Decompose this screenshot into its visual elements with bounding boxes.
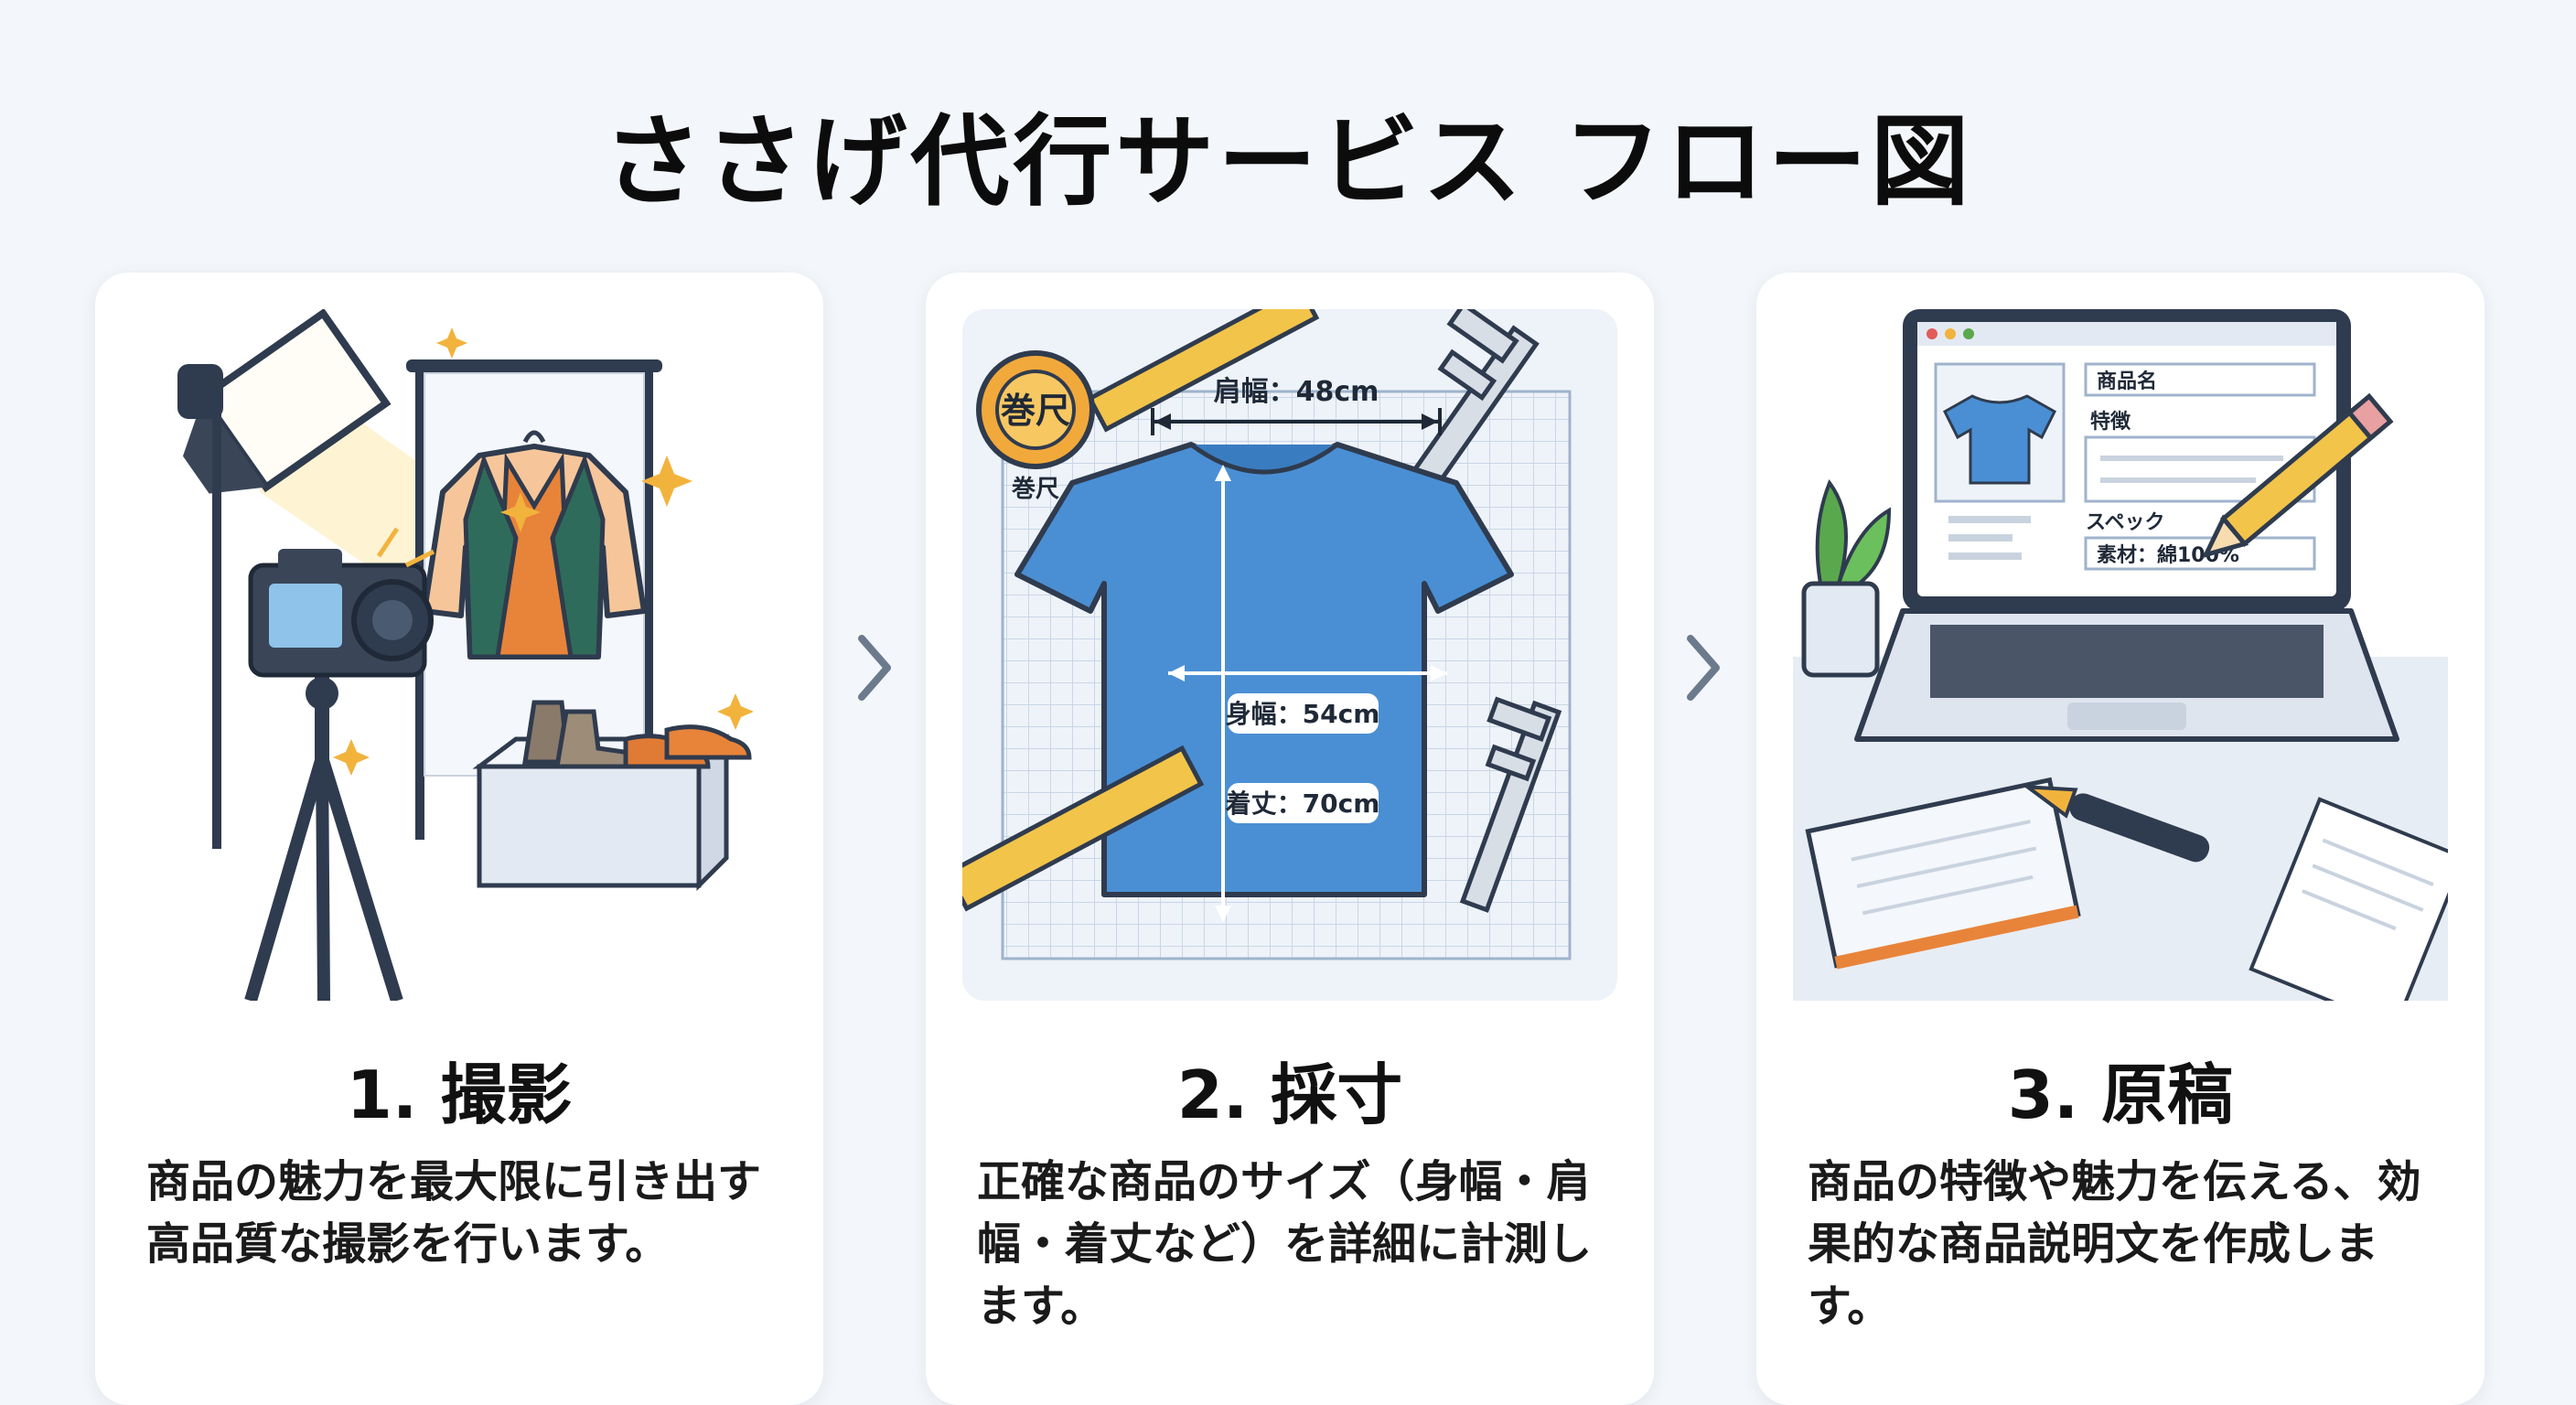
- step-description: 商品の魅力を最大限に引き出す高品質な撮影を行います。: [146, 1156, 762, 1271]
- step-title: 3. 原稿: [2007, 1056, 2234, 1133]
- chest-label: 身幅：54cm: [1226, 699, 1380, 729]
- length-label: 着丈：70cm: [1225, 788, 1380, 819]
- shoulder-label: 肩幅：48cm: [1214, 376, 1379, 408]
- photography-illustration: [177, 309, 754, 1001]
- tape-label: 巻尺: [1001, 391, 1070, 431]
- measuring-illustration: 巻尺 巻尺 肩幅：48cm 身幅：54cm 着丈：70cm: [962, 309, 1617, 1001]
- step-card-measuring: 巻尺 巻尺 肩幅：48cm 身幅：54cm 着丈：70cm: [926, 273, 1654, 1405]
- form-features-label: 特徴: [2090, 410, 2131, 434]
- form-product-name-label: 商品名: [2097, 370, 2157, 393]
- step-description: 商品の特徴や魅力を伝える、効果的な商品説明文を作成します。: [1808, 1156, 2421, 1333]
- copywriting-illustration: 商品名 特徴 スペック 素材：綿100%: [1793, 309, 2448, 1001]
- chevron-right-icon: [858, 635, 891, 701]
- step-description: 正確な商品のサイズ（身幅・肩幅・着丈など）を詳細に計測します。: [977, 1156, 1593, 1333]
- form-spec-label: スペック: [2086, 511, 2164, 534]
- step-title: 2. 採寸: [1176, 1056, 1403, 1133]
- page-title: ささげ代行サービス フロー図: [603, 105, 1973, 220]
- step-card-photography: 1. 撮影 商品の魅力を最大限に引き出す高品質な撮影を行います。: [95, 273, 823, 1405]
- step-card-copywriting: 商品名 特徴 スペック 素材：綿100%: [1756, 273, 2485, 1405]
- step-title: 1. 撮影: [346, 1056, 573, 1133]
- tape-small-label: 巻尺: [1011, 476, 1059, 503]
- chevron-right-icon: [1687, 635, 1720, 701]
